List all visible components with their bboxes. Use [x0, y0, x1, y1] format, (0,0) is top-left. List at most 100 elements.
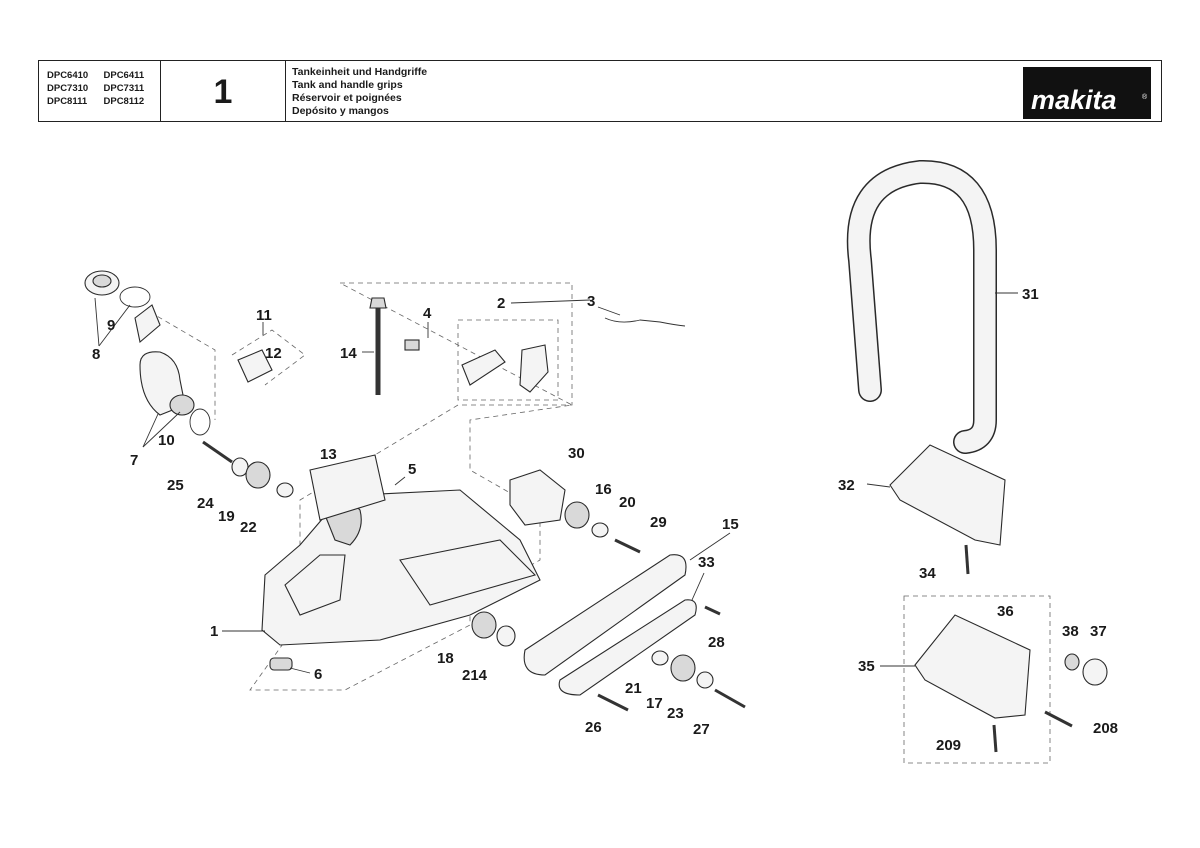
- model-code: DPC7310: [47, 83, 89, 94]
- makita-logo: makita ®: [1023, 67, 1151, 119]
- part-label: 35: [858, 658, 875, 675]
- model-code: DPC8112: [103, 96, 145, 107]
- screw: [202, 440, 233, 464]
- part-label: 9: [107, 317, 115, 334]
- elbow-outlet: [169, 394, 195, 416]
- handle-base-group-outline: [903, 595, 1051, 764]
- screw: [614, 538, 641, 554]
- part-label: 19: [218, 508, 235, 525]
- model-row: DPC8111 DPC8112: [47, 95, 160, 108]
- part-label: 214: [462, 667, 488, 684]
- brand-name: makita: [1031, 85, 1117, 115]
- throttle-rod: [604, 317, 686, 327]
- model-code: DPC8111: [47, 96, 88, 107]
- damper-housing: [509, 469, 566, 526]
- part-label: 5: [408, 461, 416, 478]
- part-label: 13: [320, 446, 337, 463]
- part-label: 34: [919, 565, 936, 582]
- model-code: DPC7311: [103, 83, 145, 94]
- spacer: [276, 482, 294, 498]
- throttle-lever: [461, 349, 506, 386]
- part-label: 8: [92, 346, 100, 363]
- part-label: 2: [497, 295, 505, 312]
- part-label: 11: [256, 307, 272, 324]
- vibration-damper: [564, 501, 590, 529]
- part-label: 16: [595, 481, 612, 498]
- part-label: 23: [667, 705, 684, 722]
- fuel-cap: [84, 270, 120, 296]
- handle-support-upper: [889, 444, 1006, 546]
- title-de: Tankeinheit und Handgriffe: [292, 66, 428, 78]
- vibration-damper: [1082, 658, 1108, 686]
- cap-assembly-guide: [149, 311, 216, 420]
- part-label: 30: [568, 445, 585, 462]
- spacer: [591, 522, 609, 538]
- part-label: 12: [265, 345, 282, 362]
- vibration-damper: [245, 461, 271, 489]
- spacer: [1064, 653, 1080, 671]
- title-fr: Réservoir et poignées: [292, 92, 402, 104]
- model-code: DPC6411: [103, 70, 145, 81]
- part-label: 25: [167, 477, 184, 494]
- throttle-trigger: [519, 344, 549, 393]
- part-label: 17: [646, 695, 663, 712]
- model-code: DPC6410: [47, 70, 89, 81]
- spacer: [651, 650, 669, 666]
- page-number: 1: [161, 61, 286, 121]
- part-label: 32: [838, 477, 855, 494]
- front-handle-tube: [848, 161, 996, 453]
- long-bolt: [369, 297, 387, 395]
- part-label: 6: [314, 666, 322, 683]
- part-label: 20: [619, 494, 636, 511]
- tank-foot: [269, 657, 293, 671]
- brand-registered-mark: ®: [1142, 93, 1148, 101]
- throttle-group-outline: [457, 319, 559, 401]
- washer: [696, 671, 714, 689]
- part-label: 14: [340, 345, 357, 362]
- air-filter-cartridge: [237, 349, 273, 383]
- part-label: 33: [698, 554, 715, 571]
- part-label: 22: [240, 519, 257, 536]
- part-label: 10: [158, 432, 175, 449]
- spring-cap: [404, 339, 420, 351]
- part-label: 37: [1090, 623, 1107, 640]
- part-label: 21: [625, 680, 642, 697]
- filter-group-outline: [231, 329, 306, 386]
- screw: [964, 544, 970, 575]
- leader-lines: [94, 292, 1018, 674]
- vibration-damper: [670, 654, 696, 682]
- clamp-ring: [189, 408, 211, 436]
- vibration-damper: [471, 611, 497, 639]
- part-label: 28: [708, 634, 725, 651]
- part-label: 36: [997, 603, 1014, 620]
- part-label: 208: [1093, 720, 1118, 737]
- part-label: 15: [722, 516, 739, 533]
- part-label: 38: [1062, 623, 1079, 640]
- model-row: DPC7310 DPC7311: [47, 82, 160, 95]
- model-row: DPC6410 DPC6411: [47, 69, 160, 82]
- title-en: Tank and handle grips: [292, 79, 403, 91]
- part-label: 31: [1022, 286, 1039, 303]
- part-label: 1: [210, 623, 218, 640]
- title-es: Depósito y mangos: [292, 105, 389, 117]
- tank-housing: [261, 454, 541, 646]
- part-label: 3: [587, 293, 595, 310]
- screw: [992, 724, 998, 753]
- screw: [597, 693, 629, 712]
- front-handle-outline: [846, 159, 997, 454]
- part-number-labels: 1 2 3 4 5 6 7 8 9 10 11 12 13 14 15 16 1…: [92, 286, 1118, 754]
- section-titles: Tankeinheit und Handgriffe Tank and hand…: [286, 61, 1163, 121]
- cap-seal-ring: [119, 286, 151, 308]
- screw: [704, 605, 721, 616]
- mount-bracket: [523, 554, 687, 676]
- part-label: 27: [693, 721, 710, 738]
- filter-strainer: [134, 304, 161, 344]
- mount-bracket-plate: [558, 599, 697, 696]
- part-label: 26: [585, 719, 602, 736]
- screw: [714, 688, 746, 709]
- handle-support-lower: [914, 614, 1031, 719]
- part-label: 24: [197, 495, 214, 512]
- washer: [496, 625, 516, 647]
